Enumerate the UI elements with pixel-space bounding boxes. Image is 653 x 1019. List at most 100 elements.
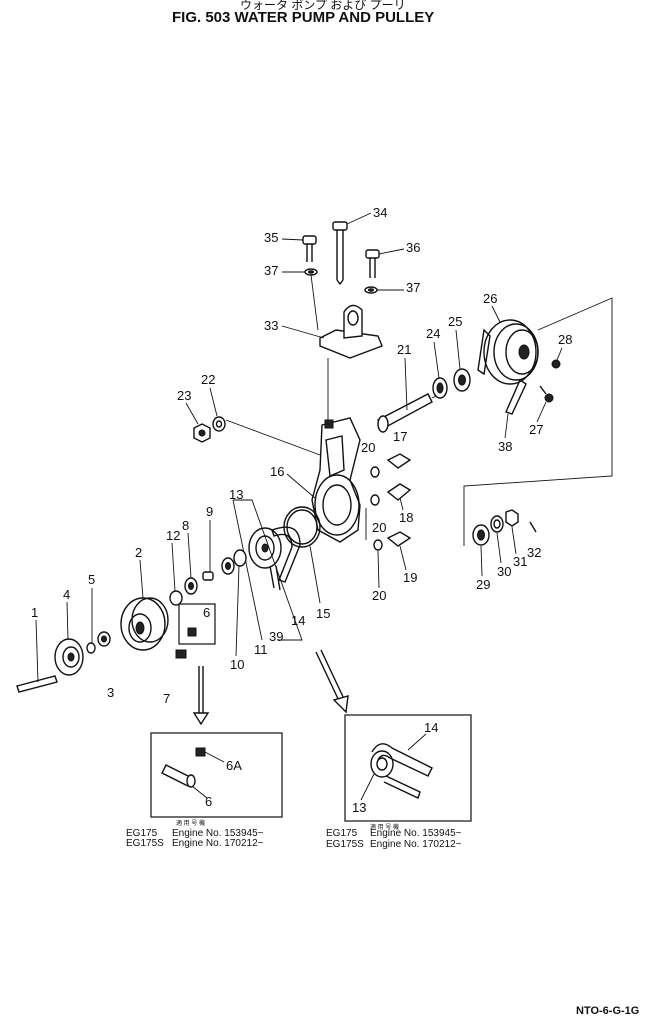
inset-right-applicable-header: 適 用 号 機 bbox=[370, 823, 399, 831]
callout-8: 8 bbox=[182, 518, 189, 533]
bearing-29 bbox=[472, 524, 490, 546]
nut-31 bbox=[505, 509, 519, 527]
inset-left-callout-6a: 6A bbox=[226, 758, 242, 773]
bolt-35 bbox=[302, 235, 317, 262]
callout-15: 15 bbox=[316, 606, 330, 621]
bearing-25 bbox=[453, 368, 471, 392]
bearing-8 bbox=[184, 577, 198, 595]
callout-3: 3 bbox=[107, 685, 114, 700]
inset-right-engine-1: Engine No. 153945~ bbox=[370, 828, 462, 839]
washer-22 bbox=[212, 416, 226, 432]
washer-12 bbox=[169, 590, 183, 606]
inset-left-engine-2: Engine No. 170212~ bbox=[172, 838, 264, 849]
seal-11 bbox=[221, 557, 235, 575]
nut-3 bbox=[97, 631, 111, 647]
callout-25: 25 bbox=[448, 314, 462, 329]
callout-39: 39 bbox=[269, 629, 283, 644]
inset-right-box bbox=[344, 714, 472, 822]
callout-33: 33 bbox=[264, 318, 278, 333]
pin-9 bbox=[202, 571, 214, 581]
belt-38 bbox=[477, 328, 527, 415]
callout-2: 2 bbox=[135, 545, 142, 560]
callout-22: 22 bbox=[201, 372, 215, 387]
shaft-1 bbox=[16, 675, 58, 693]
callout-19: 19 bbox=[403, 570, 417, 585]
spacer-10 bbox=[233, 549, 247, 567]
callout-11: 11 bbox=[254, 642, 268, 657]
callout-23: 23 bbox=[177, 388, 191, 403]
bolt-34 bbox=[332, 221, 348, 286]
inset-left-engine-1: Engine No. 153945~ bbox=[172, 828, 264, 839]
callout-14: 14 bbox=[291, 613, 305, 628]
seal-30 bbox=[490, 515, 504, 533]
cock-7 bbox=[175, 649, 187, 659]
shaft-21 bbox=[376, 391, 446, 433]
callout-29: 29 bbox=[476, 577, 490, 592]
inset-right-callout-13: 13 bbox=[352, 800, 366, 815]
callout-6: 6 bbox=[203, 605, 210, 620]
callout-18: 18 bbox=[399, 510, 413, 525]
callout-34: 34 bbox=[373, 205, 387, 220]
nut-23 bbox=[193, 423, 211, 443]
bolt-27 bbox=[539, 385, 554, 403]
inset-right-engine-2: Engine No. 170212~ bbox=[370, 839, 462, 850]
callout-31: 31 bbox=[513, 554, 527, 569]
inset-left-model-1: EG175 bbox=[126, 828, 158, 839]
inset-left-box bbox=[150, 732, 283, 818]
pin-32 bbox=[529, 521, 537, 533]
inset-left-callout-6: 6 bbox=[205, 794, 212, 809]
callout-20b: 20 bbox=[372, 520, 386, 535]
bearing-24 bbox=[432, 377, 448, 399]
idler-pulley-13 bbox=[248, 527, 282, 569]
callout-5: 5 bbox=[88, 572, 95, 587]
figure-title: FIG. 503 WATER PUMP AND PULLEY bbox=[172, 9, 434, 26]
callout-17: 17 bbox=[393, 429, 407, 444]
figure-code: NTO-6-G-1G bbox=[576, 1005, 639, 1017]
bolt-17 bbox=[386, 453, 412, 469]
arrow-to-right-inset bbox=[315, 649, 349, 714]
callout-13: 13 bbox=[229, 487, 243, 502]
callout-1: 1 bbox=[31, 605, 38, 620]
arrow-to-left-inset bbox=[192, 666, 210, 726]
inset-left-applicable-header: 適 用 号 機 bbox=[176, 819, 205, 827]
bolt-18 bbox=[386, 483, 412, 501]
callout-38: 38 bbox=[498, 439, 512, 454]
inset-left-model-2: EG175S bbox=[126, 838, 164, 849]
washer-5 bbox=[86, 642, 96, 654]
washer-20b bbox=[370, 494, 380, 506]
callout-12: 12 bbox=[166, 528, 180, 543]
leader-13 bbox=[360, 773, 375, 801]
plug-6 bbox=[187, 627, 197, 637]
callout-28: 28 bbox=[558, 332, 572, 347]
leader-6 bbox=[191, 785, 208, 799]
inset-idler-pulley-13 bbox=[370, 750, 394, 778]
callout-20c: 20 bbox=[372, 588, 386, 603]
callout-20a: 20 bbox=[361, 440, 375, 455]
pump-body-2 bbox=[120, 597, 169, 651]
callout-7: 7 bbox=[163, 691, 170, 706]
callout-4: 4 bbox=[63, 587, 70, 602]
callout-26: 26 bbox=[483, 291, 497, 306]
washer-20a bbox=[370, 466, 380, 478]
inset-plug-6a bbox=[195, 747, 225, 763]
inset-belt-14 bbox=[371, 743, 433, 799]
bolt-19 bbox=[386, 531, 412, 547]
inset-right-model-1: EG175 bbox=[326, 828, 358, 839]
assembly-line bbox=[310, 274, 319, 331]
group-line bbox=[232, 499, 263, 641]
inset-drain-cock-6 bbox=[161, 764, 196, 788]
callout-10: 10 bbox=[230, 657, 244, 672]
group-line bbox=[463, 297, 613, 546]
washer-20c bbox=[373, 539, 383, 551]
bolt-28 bbox=[551, 359, 561, 369]
callout-36: 36 bbox=[406, 240, 420, 255]
callout-32: 32 bbox=[527, 545, 541, 560]
callout-21: 21 bbox=[397, 342, 411, 357]
leader-14 bbox=[407, 733, 427, 751]
callout-37a: 37 bbox=[264, 263, 278, 278]
bracket-33 bbox=[319, 304, 383, 359]
washer-37-right bbox=[364, 286, 378, 294]
pulley-26 bbox=[483, 319, 539, 385]
